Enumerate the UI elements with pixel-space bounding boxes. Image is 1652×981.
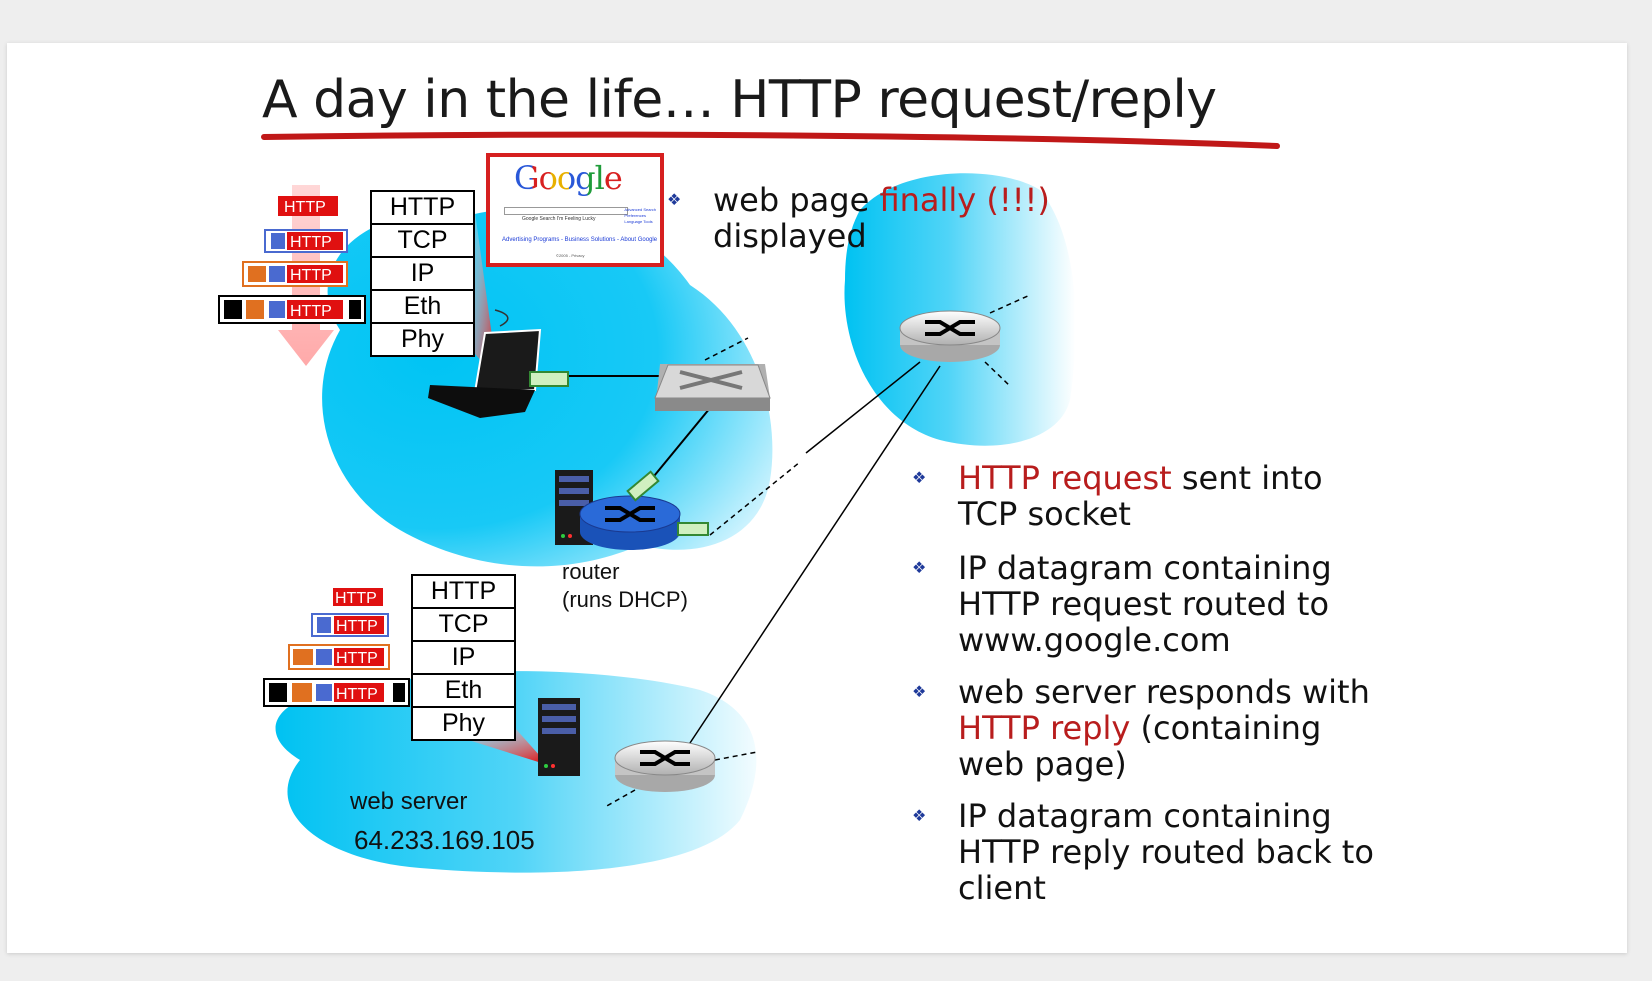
browser-links: Advertising Programs - Business Solution… [502, 237, 658, 243]
browser-window: Google Google Search I'm Feeling Lucky A… [486, 153, 664, 267]
bullet-text: web page [713, 181, 880, 219]
bullet-diamond-icon: ❖ [912, 468, 927, 487]
http-packet-1-label: HTTP [284, 199, 326, 216]
google-network-cloud [275, 671, 757, 873]
bullet-diamond-icon: ❖ [667, 190, 682, 209]
server-layer-tcp: TCP [413, 607, 514, 640]
link-core-dash-2 [984, 361, 1011, 387]
server-http-4-label: HTTP [336, 686, 378, 703]
link-core-2 [687, 365, 941, 747]
link-core-dash-1 [989, 294, 1031, 314]
browser-footer: ©2005 - Privacy [556, 253, 585, 258]
client-layer-eth: Eth [372, 289, 473, 322]
client-layer-phy: Phy [372, 322, 473, 355]
dhcp-router-icon [579, 495, 681, 550]
router-port-2 [677, 522, 709, 536]
bullet-page-displayed: ❖ web page finally (!!!) displayed [667, 182, 1050, 254]
server-http-2-label: HTTP [336, 618, 378, 635]
browser-side-links: Advanced Search Preferences Language Too… [624, 207, 656, 225]
bullet-item: ❖ HTTP request sent into TCP socket [912, 460, 1472, 532]
server-layer-eth: Eth [413, 673, 514, 706]
bullet-diamond-icon: ❖ [912, 682, 927, 701]
bullet-item: ❖ IP datagram containing HTTP reply rout… [912, 798, 1472, 906]
google-router-icon [614, 740, 716, 792]
web-server-icon [538, 698, 580, 776]
server-http-1-label: HTTP [335, 590, 377, 607]
browser-buttons: Google Search I'm Feeling Lucky [522, 216, 596, 222]
server-layer-http: HTTP [430, 577, 497, 605]
side-link: Advanced Search [624, 207, 656, 212]
server-http-3-label: HTTP [336, 650, 378, 667]
router-label: router (runs DHCP) [562, 558, 688, 614]
title-underline [261, 131, 1280, 149]
bullet-text: web server responds with [958, 673, 1370, 711]
bullet-text: IP datagram containing [958, 797, 1332, 835]
http-packet-1 [278, 196, 338, 216]
bullet-text: IP datagram containing [958, 549, 1332, 587]
http-packet-4-label: HTTP [290, 303, 332, 320]
bullet-text: HTTP reply routed back to [958, 833, 1374, 871]
link-core-1 [805, 361, 921, 454]
link-switch-router [644, 407, 711, 488]
http-packet-3-label: HTTP [290, 267, 332, 284]
slide-title: A day in the life… HTTP request/reply [262, 70, 1217, 130]
router-label-line1: router [562, 559, 620, 584]
google-logo: Google [514, 159, 623, 197]
client-packets: HTTP HTTP HTTP HTTP [218, 196, 366, 324]
bullet-text-line2: displayed [713, 217, 867, 255]
router-port-1 [626, 470, 660, 502]
bullet-item: ❖ web server responds with HTTP reply (c… [912, 674, 1472, 782]
server-layer-ip: IP [413, 640, 514, 673]
bullet-list: ❖ HTTP request sent into TCP socket ❖ IP… [912, 460, 1472, 920]
google-logo-text: Google [514, 159, 623, 197]
web-server-label: web server [350, 788, 468, 815]
bullet-text: sent into [1171, 459, 1323, 497]
bullet-text: TCP socket [958, 495, 1131, 533]
client-protocol-stack: HTTP TCP IP Eth Phy [370, 190, 475, 357]
bullet-item: ❖ IP datagram containing HTTP request ro… [912, 550, 1472, 658]
bullet-red-text: finally (!!!) [879, 181, 1050, 219]
bullet-diamond-icon: ❖ [912, 806, 927, 825]
side-link: Preferences [624, 213, 646, 218]
router-label-line2: (runs DHCP) [562, 587, 688, 612]
bullet-text: HTTP request routed to [958, 585, 1330, 623]
browser-search-box [504, 207, 628, 215]
client-layer-http: HTTP [389, 193, 456, 221]
slide [7, 43, 1627, 953]
bullet-red-text: HTTP reply [958, 709, 1131, 747]
switch-icon [654, 364, 771, 411]
bullet-text: client [958, 869, 1046, 907]
http-packet-2-label: HTTP [290, 234, 332, 251]
laptop-icon [428, 309, 569, 418]
core-router-icon [899, 310, 1001, 362]
bullet-diamond-icon: ❖ [912, 558, 927, 577]
web-server-ip: 64.233.169.105 [354, 825, 535, 855]
server-packets: HTTP HTTP HTTP HTTP [263, 588, 410, 707]
client-layer-tcp: TCP [372, 223, 473, 256]
server-layer-phy: Phy [413, 706, 514, 739]
side-link: Language Tools [624, 219, 653, 224]
bullet-text: www.google.com [958, 621, 1231, 659]
bullet-text: (containing [1130, 709, 1322, 747]
link-router-dashed [709, 461, 801, 536]
link-switch-dashed [704, 337, 749, 361]
link-google-dash-1 [714, 751, 758, 761]
server-protocol-stack: HTTP TCP IP Eth Phy [411, 574, 516, 741]
internet-cloud [844, 173, 1076, 446]
bullet-red-text: HTTP request [958, 459, 1172, 497]
client-layer-ip: IP [372, 256, 473, 289]
bullet-text: web page) [958, 745, 1127, 783]
link-google-dash-2 [604, 789, 636, 808]
